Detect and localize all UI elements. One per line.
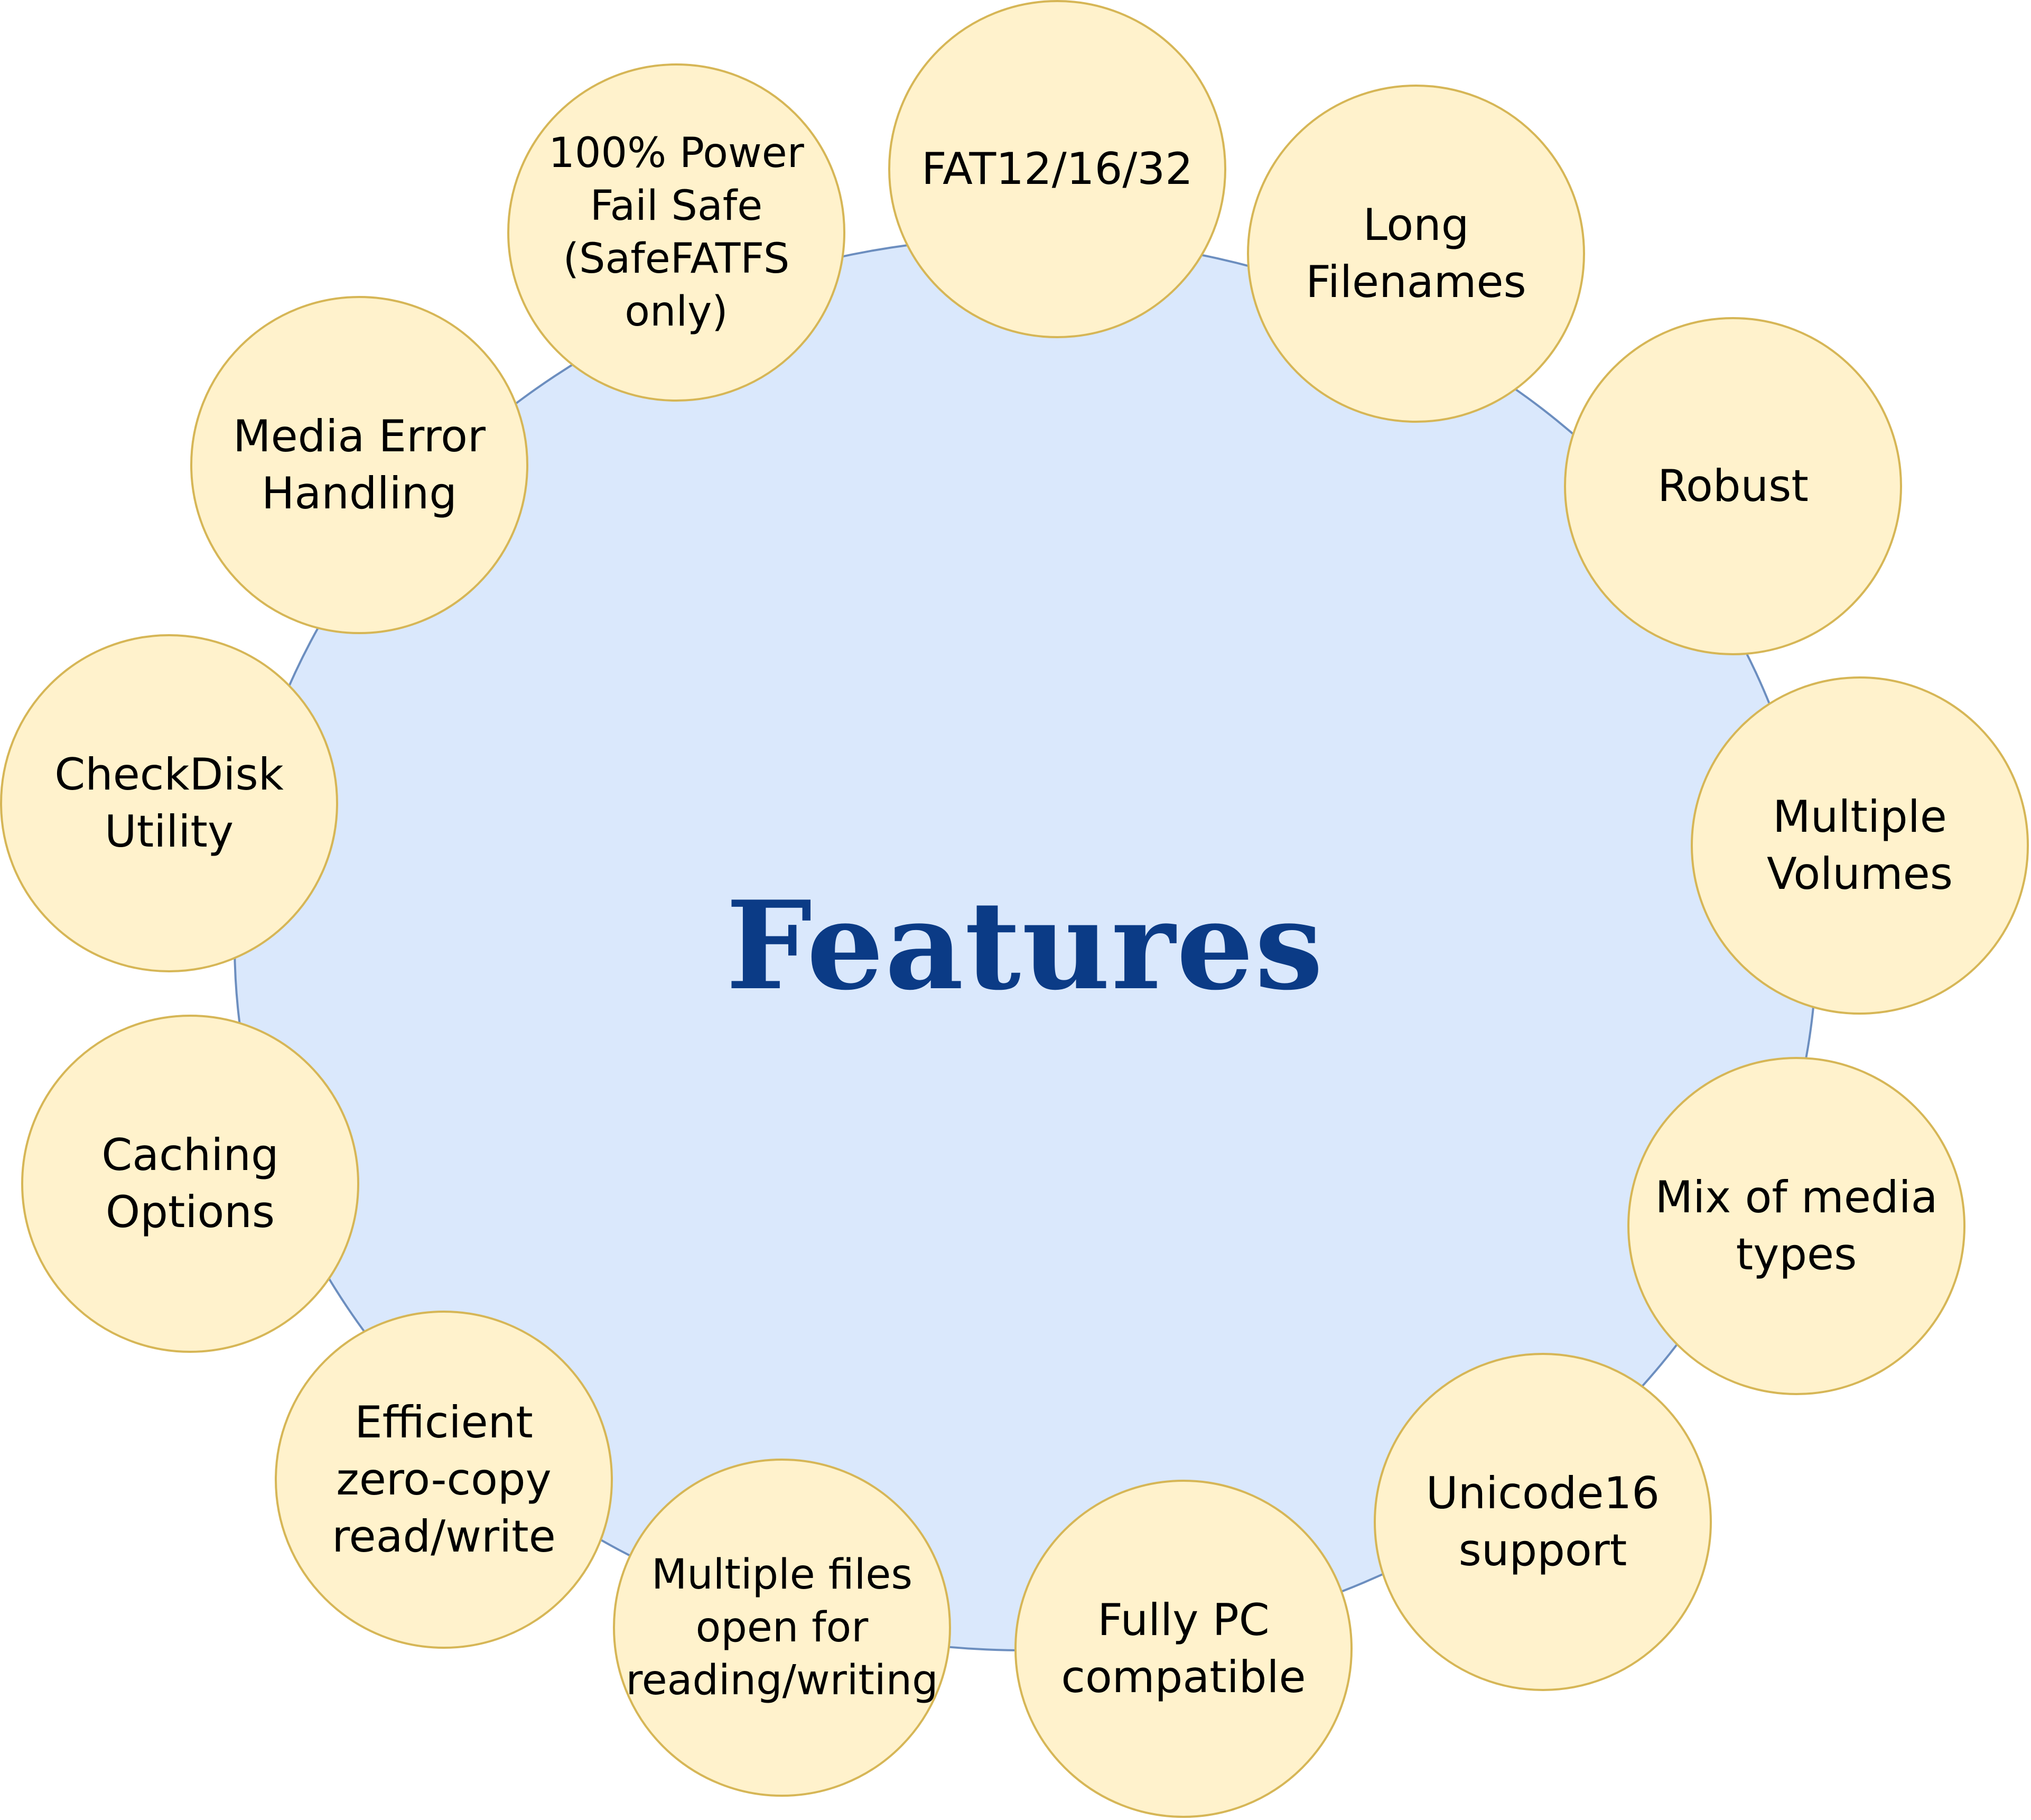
feature-label: Caching Options xyxy=(101,1129,279,1238)
feature-node-efficient-zero-copy: Efficient zero-copy read/write xyxy=(275,1311,613,1649)
feature-label: Long Filenames xyxy=(1306,199,1526,308)
feature-node-multiple-volumes: Multiple Volumes xyxy=(1691,676,2029,1015)
feature-node-mix-of-media: Mix of media types xyxy=(1627,1057,1965,1395)
feature-node-caching-options: Caching Options xyxy=(21,1015,359,1353)
feature-label: Fully PC compatible xyxy=(1061,1594,1306,1703)
feature-label: FAT12/16/32 xyxy=(921,143,1193,194)
feature-label: Unicode16 support xyxy=(1426,1468,1660,1576)
feature-label: Efficient zero-copy read/write xyxy=(332,1397,556,1562)
feature-node-fat: FAT12/16/32 xyxy=(888,0,1226,338)
feature-node-checkdisk-utility: CheckDisk Utility xyxy=(0,634,338,972)
feature-node-robust: Robust xyxy=(1564,317,1902,655)
feature-node-multiple-files: Multiple files open for reading/writing xyxy=(613,1459,951,1797)
feature-node-fully-pc-compatible: Fully PC compatible xyxy=(1014,1480,1353,1818)
feature-node-unicode16: Unicode16 support xyxy=(1374,1353,1712,1691)
feature-node-power-fail-safe: 100% Power Fail Safe (SafeFATFS only) xyxy=(507,63,845,402)
feature-label: 100% Power Fail Safe (SafeFATFS only) xyxy=(548,129,804,336)
feature-label: Multiple files open for reading/writing xyxy=(626,1551,938,1704)
feature-label: Robust xyxy=(1657,460,1809,512)
feature-node-media-error-handling: Media Error Handling xyxy=(190,296,528,634)
center-title: Features xyxy=(725,875,1325,1017)
feature-label: Mix of media types xyxy=(1655,1172,1938,1280)
feature-label: Media Error Handling xyxy=(233,411,486,519)
feature-node-long-filenames: Long Filenames xyxy=(1247,85,1585,423)
feature-label: CheckDisk Utility xyxy=(54,749,284,857)
feature-label: Multiple Volumes xyxy=(1767,791,1953,899)
